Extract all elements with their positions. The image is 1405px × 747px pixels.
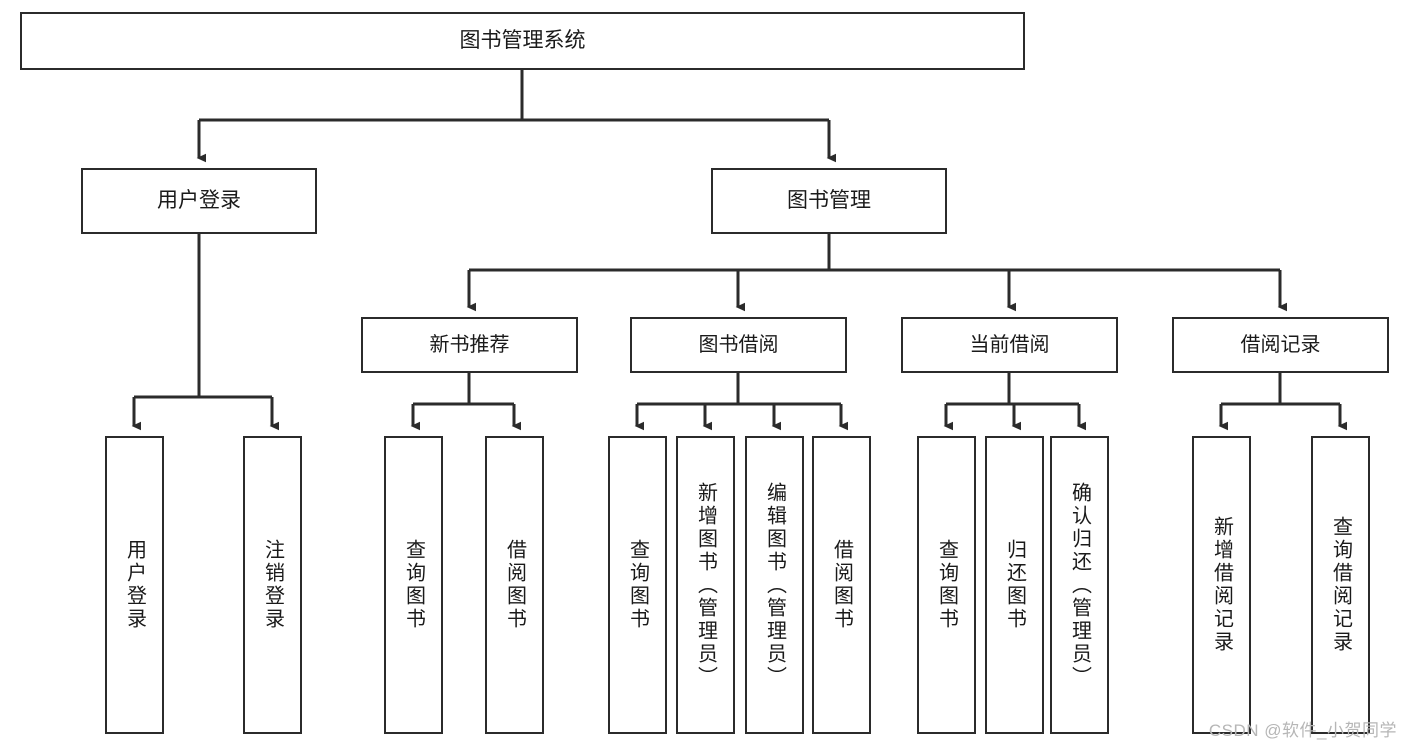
node-book-management[interactable]: 图书管理 xyxy=(711,168,947,234)
connectors-user-login xyxy=(131,234,280,431)
node-leaf-confirm-return-admin-label: 确认归还（管理员） xyxy=(1068,481,1091,689)
node-leaf-add-borrow-record[interactable]: 新增借阅记录 xyxy=(1192,436,1251,734)
node-user-login[interactable]: 用户登录 xyxy=(81,168,317,234)
node-leaf-return-book[interactable]: 归还图书 xyxy=(985,436,1044,734)
node-leaf-user-login-label: 用户登录 xyxy=(123,539,146,631)
node-borrow-record[interactable]: 借阅记录 xyxy=(1172,317,1389,373)
connectors-new-book-recommend xyxy=(410,373,522,431)
node-leaf-query-book-recommend[interactable]: 查询图书 xyxy=(384,436,443,734)
node-new-book-recommend[interactable]: 新书推荐 xyxy=(361,317,578,373)
node-book-management-label: 图书管理 xyxy=(787,189,871,213)
node-borrow-record-label: 借阅记录 xyxy=(1240,333,1321,356)
node-leaf-add-book-admin[interactable]: 新增图书（管理员） xyxy=(676,436,735,734)
node-leaf-add-book-admin-label: 新增图书（管理员） xyxy=(694,481,717,689)
node-leaf-confirm-return-admin[interactable]: 确认归还（管理员） xyxy=(1050,436,1109,734)
node-leaf-logout-label: 注销登录 xyxy=(261,539,284,631)
node-new-book-recommend-label: 新书推荐 xyxy=(429,333,510,356)
node-leaf-query-borrow-record[interactable]: 查询借阅记录 xyxy=(1311,436,1370,734)
node-leaf-borrow-book-label: 借阅图书 xyxy=(830,539,853,631)
node-leaf-borrow-book-recommend-label: 借阅图书 xyxy=(503,539,526,631)
node-leaf-query-borrow-record-label: 查询借阅记录 xyxy=(1329,516,1352,654)
node-leaf-logout[interactable]: 注销登录 xyxy=(243,436,302,734)
node-leaf-query-book-recommend-label: 查询图书 xyxy=(402,539,425,631)
node-book-borrow-label: 图书借阅 xyxy=(698,333,779,356)
node-current-borrow[interactable]: 当前借阅 xyxy=(901,317,1118,373)
connectors-root xyxy=(196,70,837,163)
node-leaf-edit-book-admin[interactable]: 编辑图书（管理员） xyxy=(745,436,804,734)
node-leaf-user-login[interactable]: 用户登录 xyxy=(105,436,164,734)
node-leaf-return-book-label: 归还图书 xyxy=(1003,539,1026,631)
node-leaf-edit-book-admin-label: 编辑图书（管理员） xyxy=(763,481,786,689)
watermark-text: CSDN @软件_小贺同学 xyxy=(1208,721,1397,740)
node-user-login-label: 用户登录 xyxy=(157,189,241,213)
connectors-borrow-record xyxy=(1218,373,1348,431)
node-leaf-query-book-borrow-label: 查询图书 xyxy=(626,539,649,631)
node-leaf-borrow-book[interactable]: 借阅图书 xyxy=(812,436,871,734)
node-leaf-query-book-current-label: 查询图书 xyxy=(935,539,958,631)
node-current-borrow-label: 当前借阅 xyxy=(969,333,1050,356)
connectors-book-management xyxy=(466,234,1288,312)
node-leaf-query-book-borrow[interactable]: 查询图书 xyxy=(608,436,667,734)
node-leaf-borrow-book-recommend[interactable]: 借阅图书 xyxy=(485,436,544,734)
node-root[interactable]: 图书管理系统 xyxy=(20,12,1025,70)
connectors-book-borrow xyxy=(634,373,849,431)
connectors-current-borrow xyxy=(943,373,1087,431)
node-leaf-query-book-current[interactable]: 查询图书 xyxy=(917,436,976,734)
node-leaf-add-borrow-record-label: 新增借阅记录 xyxy=(1210,516,1233,654)
node-book-borrow[interactable]: 图书借阅 xyxy=(630,317,847,373)
node-root-label: 图书管理系统 xyxy=(459,29,586,53)
